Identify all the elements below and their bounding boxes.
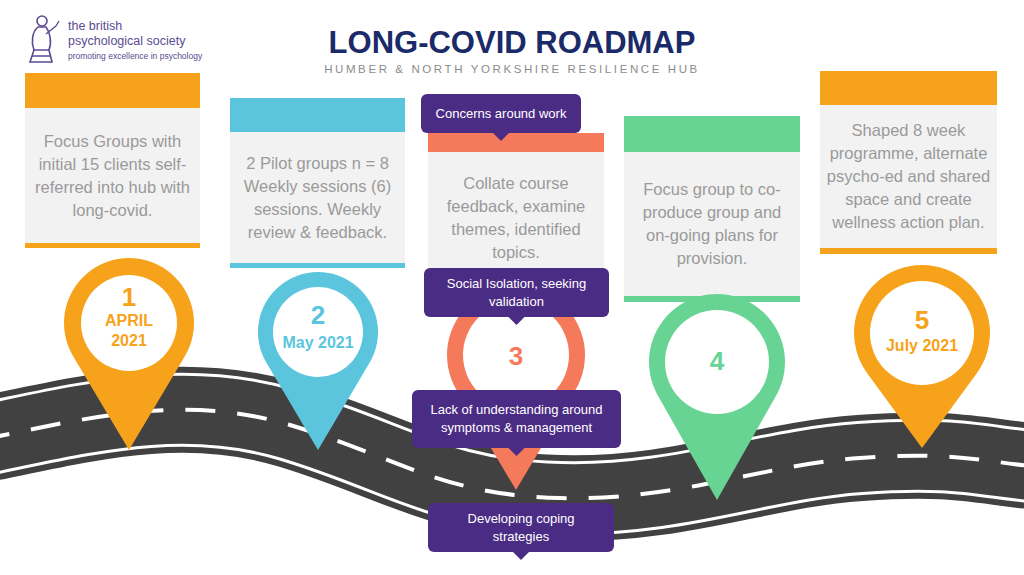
theme-text: Concerns around work xyxy=(421,94,581,133)
pin-shape xyxy=(258,272,378,450)
logo-head xyxy=(37,16,47,26)
step-date: May 2021 xyxy=(263,333,373,353)
pin-shape xyxy=(649,294,785,500)
society-tagline: promoting excellence in psychology xyxy=(68,51,218,62)
theme-callout: Concerns around work xyxy=(421,94,581,141)
callout-pointer xyxy=(508,316,526,325)
map-pin: 1APRIL 2021 xyxy=(64,258,194,450)
callout-pointer xyxy=(508,447,526,456)
milestone-card: Focus group to co-produce group and on-g… xyxy=(624,116,800,302)
step-date: APRIL 2021 xyxy=(89,311,169,351)
callout-pointer xyxy=(492,132,510,141)
pin-shape xyxy=(854,265,990,448)
pin-outline xyxy=(258,272,378,450)
step-date: July 2021 xyxy=(862,336,982,356)
theme-callout: Developing coping strategies xyxy=(428,503,614,560)
map-pin: 4 xyxy=(649,294,785,500)
theme-callout: Social Isolation, seeking validation xyxy=(424,268,609,325)
pin-outline xyxy=(854,265,990,448)
map-pin: 2May 2021 xyxy=(258,272,378,450)
milestone-text: Shaped 8 week programme, alternate psych… xyxy=(820,119,997,234)
step-number: 4 xyxy=(649,346,785,376)
theme-text: Lack of understanding around symptoms & … xyxy=(412,390,621,448)
society-logo-figure xyxy=(22,12,66,66)
milestone-card: Collate course feedback, examine themes,… xyxy=(428,133,604,283)
milestone-card: Focus Groups with initial 15 clients sel… xyxy=(25,73,200,248)
milestone-card: 2 Pilot groups n = 8 Weekly sessions (6)… xyxy=(230,98,405,268)
society-name: the british psychological society xyxy=(68,19,193,49)
callout-body xyxy=(421,94,581,133)
pin-outline xyxy=(64,258,194,450)
step-number: 1 xyxy=(64,282,194,312)
milestone-text: Collate course feedback, examine themes,… xyxy=(428,172,604,264)
callout-body xyxy=(428,503,614,552)
step-number: 3 xyxy=(447,341,585,371)
map-pin: 5July 2021 xyxy=(854,265,990,448)
callout-body xyxy=(424,268,609,317)
step-number: 5 xyxy=(854,305,990,335)
milestone-text: Focus group to co-produce group and on-g… xyxy=(624,178,800,270)
theme-text: Developing coping strategies xyxy=(428,503,614,552)
milestone-text: Focus Groups with initial 15 clients sel… xyxy=(25,130,200,222)
theme-text: Social Isolation, seeking validation xyxy=(424,268,609,317)
callout-body xyxy=(412,390,621,448)
pin-outline xyxy=(649,294,785,500)
theme-callout: Lack of understanding around symptoms & … xyxy=(412,390,621,456)
milestone-card: Shaped 8 week programme, alternate psych… xyxy=(820,71,997,254)
milestone-text: 2 Pilot groups n = 8 Weekly sessions (6)… xyxy=(230,152,405,244)
step-number: 2 xyxy=(258,300,378,330)
logo-detail xyxy=(32,21,59,56)
callout-pointer xyxy=(512,551,530,560)
